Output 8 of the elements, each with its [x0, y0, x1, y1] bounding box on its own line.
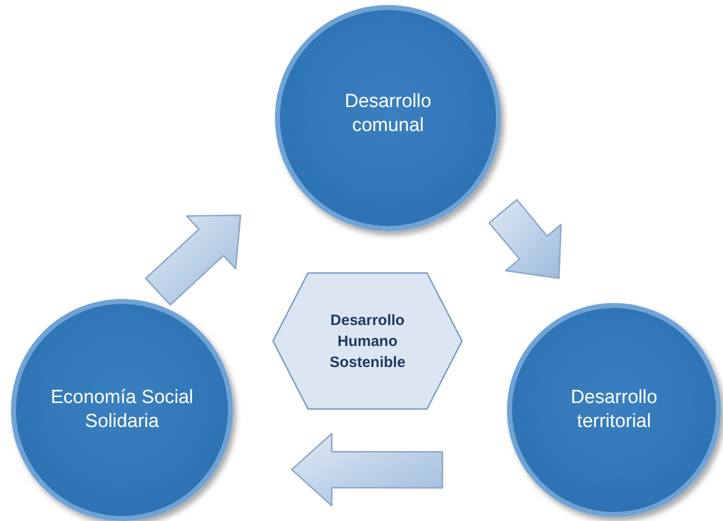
node-label: Desarrollo territorial — [570, 386, 658, 434]
node-label: Economía Social Solidaria — [50, 386, 194, 434]
node-label: Desarrollo comunal — [344, 90, 432, 138]
node-label: Desarrollo Humano Sostenible — [328, 310, 406, 372]
block-arrow — [144, 214, 242, 306]
hexagon-shape — [272, 272, 463, 410]
block-arrow — [290, 432, 444, 506]
block-arrow — [488, 198, 562, 280]
